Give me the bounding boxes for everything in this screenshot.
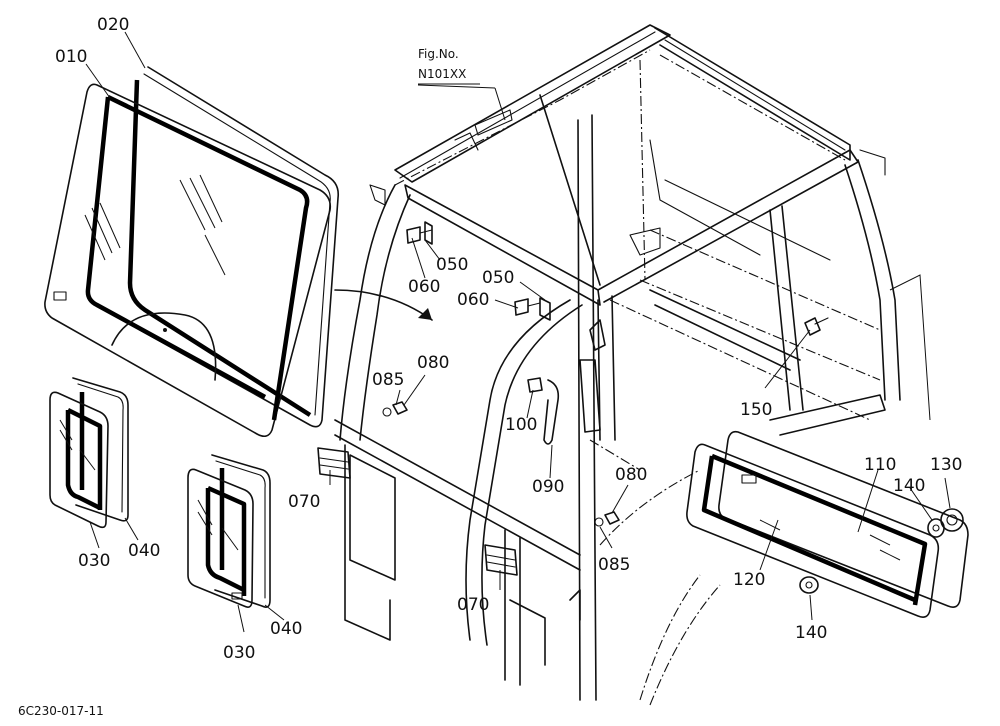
callout-120: 120 [733, 570, 765, 590]
callout-090: 090 [532, 477, 564, 497]
washer-140-upper [927, 518, 945, 538]
callout-130: 130 [930, 455, 962, 475]
callout-080-lower: 080 [615, 465, 647, 485]
callout-060-lower: 060 [457, 290, 489, 310]
callout-140-upper: 140 [893, 476, 925, 496]
bolt-060-lower [514, 297, 551, 321]
hinge-070-right [484, 544, 518, 576]
callout-030-right: 030 [223, 643, 255, 663]
washer-140-lower [799, 576, 819, 594]
callout-110: 110 [864, 455, 896, 475]
nut-080-upper [382, 401, 408, 417]
callout-060-upper: 060 [408, 277, 440, 297]
callout-085-lower: 085 [598, 555, 630, 575]
front-glass-assembly [44, 66, 340, 438]
callout-080-upper: 080 [417, 353, 449, 373]
side-glass-right-assembly [187, 454, 271, 608]
door-handle-090 [527, 377, 560, 445]
bolt-060-upper [406, 221, 433, 245]
cab-frame [334, 24, 901, 706]
callout-140-lower: 140 [795, 623, 827, 643]
callout-040-right: 040 [270, 619, 302, 639]
callout-030-left: 030 [78, 551, 110, 571]
side-glass-left-assembly [49, 377, 129, 529]
hinge-070-left [317, 447, 351, 479]
callout-070-left: 070 [288, 492, 320, 512]
fig-number: N101XX [418, 67, 466, 81]
fig-caption: Fig.No. [418, 47, 459, 61]
figure-reference: Fig.No. N101XX [418, 47, 480, 85]
callout-070-right: 070 [457, 595, 489, 615]
arrow-head [418, 308, 432, 320]
callout-150: 150 [740, 400, 772, 420]
callout-050-lower: 050 [482, 268, 514, 288]
callout-040-left: 040 [128, 541, 160, 561]
rear-glass-assembly [686, 430, 969, 618]
bolt-150 [804, 317, 829, 336]
callout-labels: 010 020 030 040 030 040 050 060 050 060 … [55, 15, 962, 663]
nut-080-lower [594, 511, 620, 527]
callout-020: 020 [97, 15, 129, 35]
drawing-id: 6C230-017-11 [18, 704, 104, 718]
callout-050-upper: 050 [436, 255, 468, 275]
callout-010: 010 [55, 47, 87, 67]
callout-085-upper: 085 [372, 370, 404, 390]
leader-lines [85, 31, 951, 633]
callout-100: 100 [505, 415, 537, 435]
